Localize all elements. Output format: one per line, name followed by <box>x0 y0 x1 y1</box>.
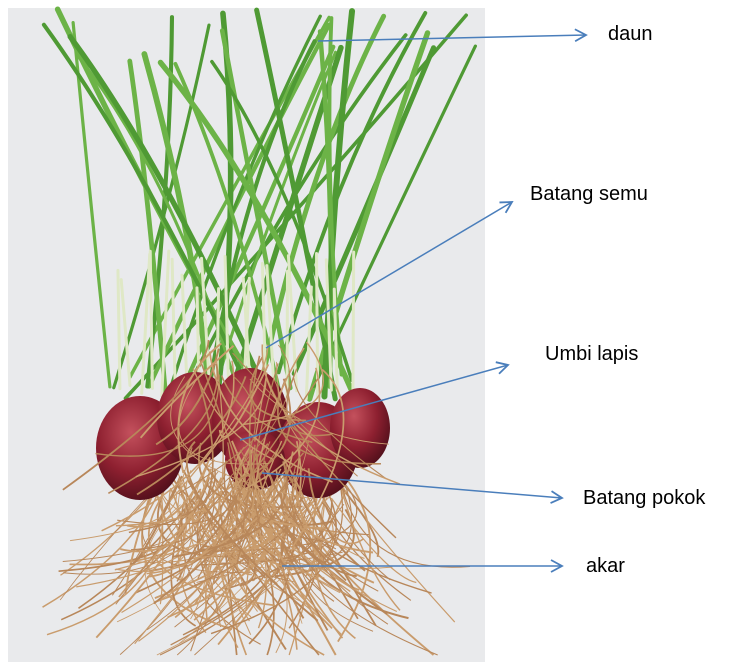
stem-base <box>118 270 120 388</box>
label-batang-semu: Batang semu <box>530 182 648 206</box>
label-daun: daun <box>608 22 653 46</box>
label-umbi-lapis: Umbi lapis <box>545 342 638 366</box>
label-akar: akar <box>586 554 625 578</box>
shallot-plant-photo <box>8 8 485 662</box>
label-batang-pokok: Batang pokok <box>583 486 705 510</box>
stem-base <box>353 252 354 394</box>
